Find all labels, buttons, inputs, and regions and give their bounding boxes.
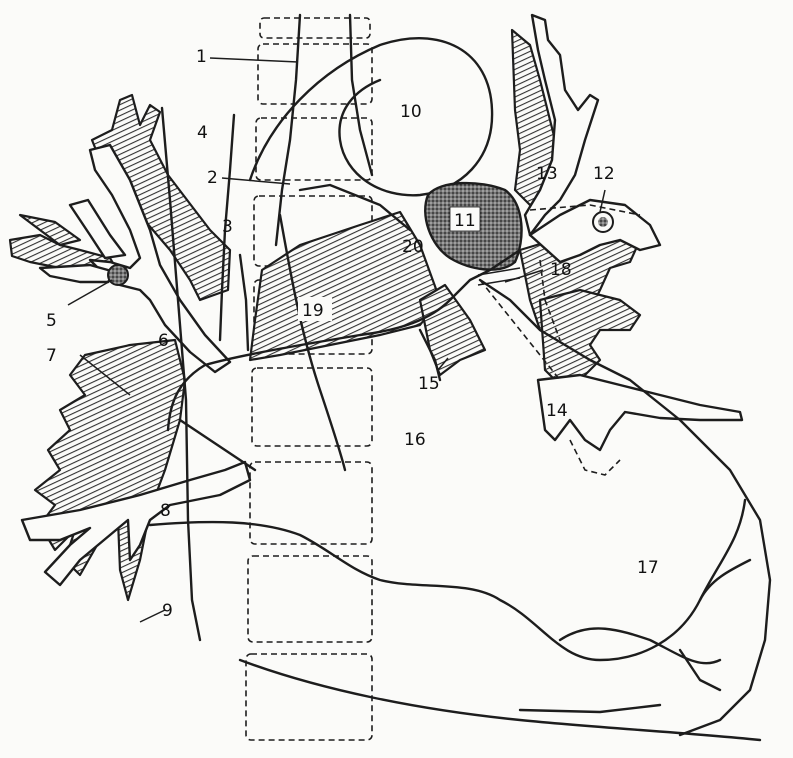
label-19: 19 [302, 301, 324, 321]
label-7: 7 [46, 346, 57, 366]
label-12: 12 [593, 164, 615, 184]
label-4: 4 [197, 123, 208, 143]
trachea-lines [276, 15, 372, 245]
label-13: 13 [536, 164, 558, 184]
label-6: 6 [158, 331, 169, 351]
label-14: 14 [546, 401, 568, 421]
label-16: 16 [404, 430, 426, 450]
label-10: 10 [400, 102, 422, 122]
node-5 [108, 265, 128, 285]
node-12 [593, 212, 613, 232]
label-17: 17 [637, 558, 659, 578]
label-11: 11 [454, 211, 476, 231]
label-15: 15 [418, 374, 440, 394]
label-5: 5 [46, 311, 57, 331]
label-20: 20 [402, 237, 424, 257]
vertebral-column [246, 18, 372, 740]
label-8: 8 [160, 501, 171, 521]
label-1: 1 [196, 47, 207, 67]
left-pulmonary-veins [525, 15, 742, 450]
label-18: 18 [550, 260, 572, 280]
label-2: 2 [207, 168, 218, 188]
label-3: 3 [222, 217, 233, 237]
label-9: 9 [162, 601, 173, 621]
